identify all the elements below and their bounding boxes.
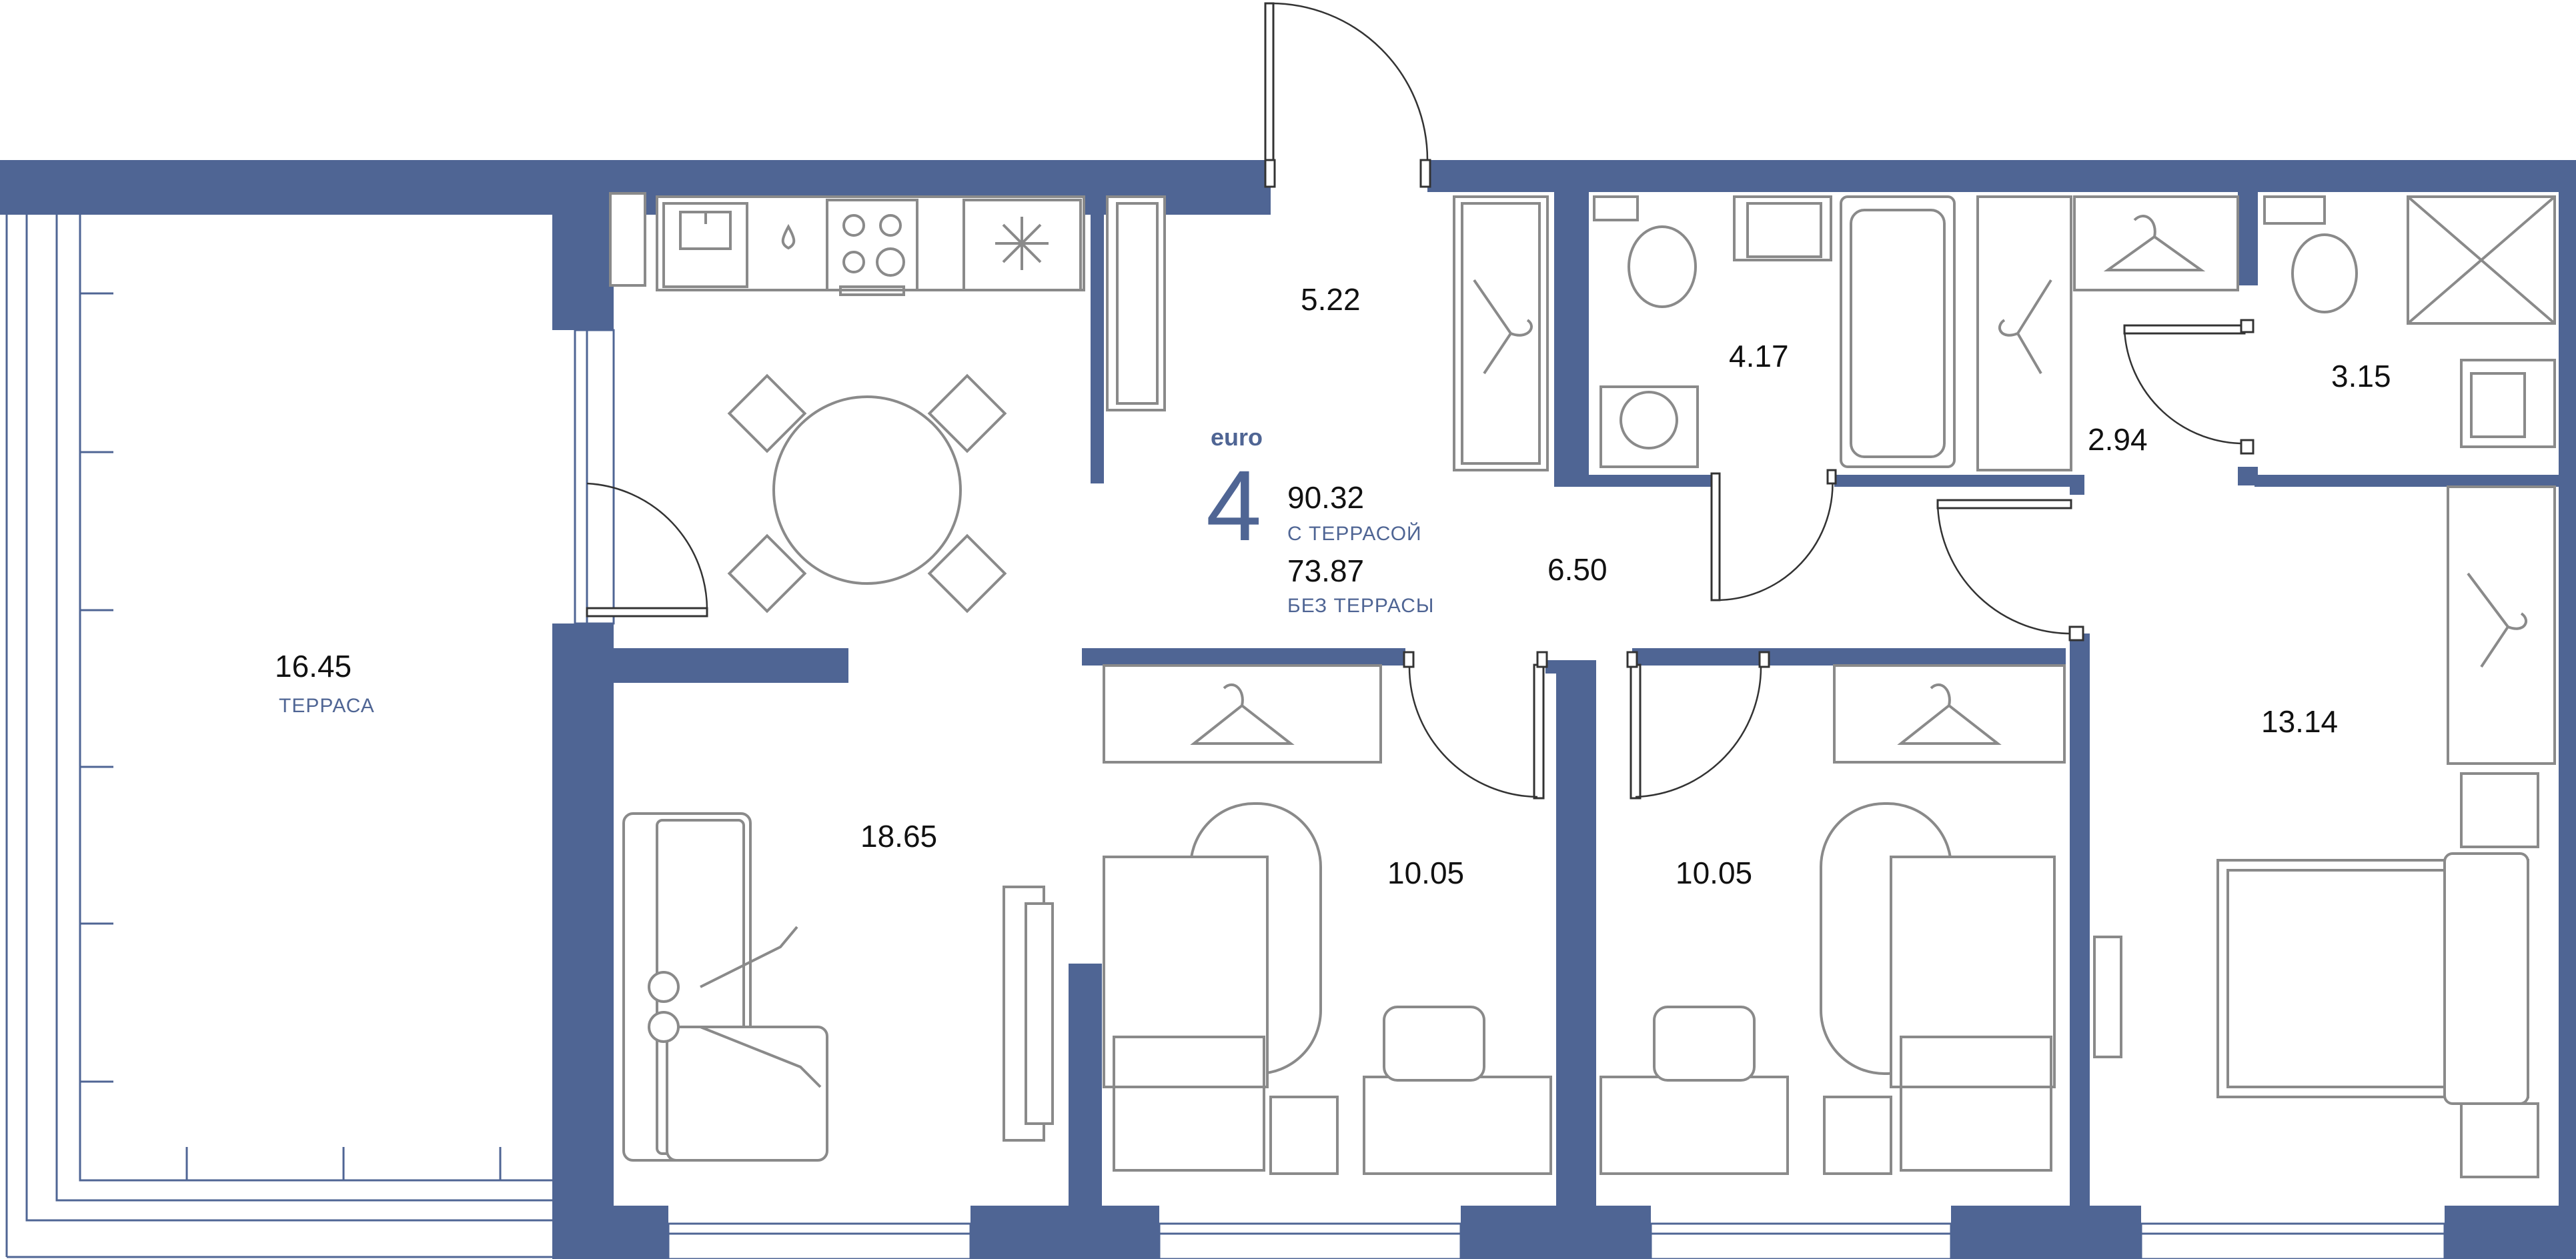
room-labels: 16.45 ТЕРРАСА 18.65 5.22 6.50 4.17 2.94 … (275, 282, 2391, 890)
hanger-icon (1190, 683, 1295, 745)
window-icon (1158, 1222, 1462, 1259)
door-swing-icon (1710, 469, 1837, 601)
doors (586, 2, 2255, 800)
snowflake-icon (995, 217, 1049, 270)
hallway-area: 6.50 (1547, 552, 1607, 587)
bathroom-main-area: 4.17 (1729, 339, 1789, 373)
rooms-count: 4 (1206, 449, 1261, 561)
window-icon (574, 329, 615, 625)
total-area-with-terrace: 90.32 (1287, 480, 1364, 515)
window-icon (667, 1222, 972, 1259)
water-drop-icon (781, 223, 796, 250)
closet-area: 2.94 (2088, 422, 2148, 457)
door-swing-icon (586, 482, 708, 617)
dining-table (727, 373, 1007, 613)
window-icon (1650, 1222, 1952, 1259)
wardrobe (1453, 195, 1549, 471)
bedroom-1-area: 10.05 (1387, 856, 1464, 890)
windows (574, 329, 2446, 1259)
walls (0, 160, 2576, 1259)
kitchen-counter (609, 192, 1085, 296)
bed (1820, 802, 2056, 1172)
hanger-icon (1473, 279, 1533, 375)
master-bedroom-area: 13.14 (2261, 704, 2338, 739)
door-swing-icon (1264, 2, 1431, 188)
door-swing-icon (1403, 651, 1548, 800)
terrace-label: ТЕРРАСА (279, 695, 375, 717)
sofa (622, 812, 828, 1162)
bathroom-master-area: 3.15 (2331, 359, 2391, 393)
bedroom-2-area: 10.05 (1676, 856, 1752, 890)
stove-icon (842, 214, 905, 277)
hanger-icon (2103, 215, 2206, 271)
door-swing-icon (1936, 499, 2084, 642)
living-kitchen-area: 18.65 (860, 819, 937, 854)
terrace-railing (5, 215, 552, 1258)
entrance-hall-area: 5.22 (1301, 282, 1361, 317)
with-terrace-label: С ТЕРРАСОЙ (1287, 522, 1422, 545)
without-terrace-label: БЕЗ ТЕРРАСЫ (1287, 595, 1434, 617)
window-icon (2140, 1222, 2446, 1259)
door-swing-icon (2123, 319, 2255, 455)
hanger-icon (1897, 683, 2002, 745)
hanger-icon (1998, 279, 2052, 375)
furniture (609, 192, 2556, 1178)
bed (1103, 802, 1322, 1172)
total-area-without-terrace: 73.87 (1287, 553, 1364, 588)
terrace-area: 16.45 (275, 649, 352, 684)
bathroom-fixtures (1593, 195, 1956, 468)
apartment-summary: euro 4 90.32 С ТЕРРАСОЙ 73.87 БЕЗ ТЕРРАС… (1206, 423, 1434, 617)
hanger-icon (2467, 572, 2528, 668)
brand-label: euro (1211, 423, 1263, 451)
bed (2216, 852, 2529, 1105)
master-bath-fixtures (2263, 195, 2556, 448)
door-swing-icon (1626, 651, 1770, 800)
